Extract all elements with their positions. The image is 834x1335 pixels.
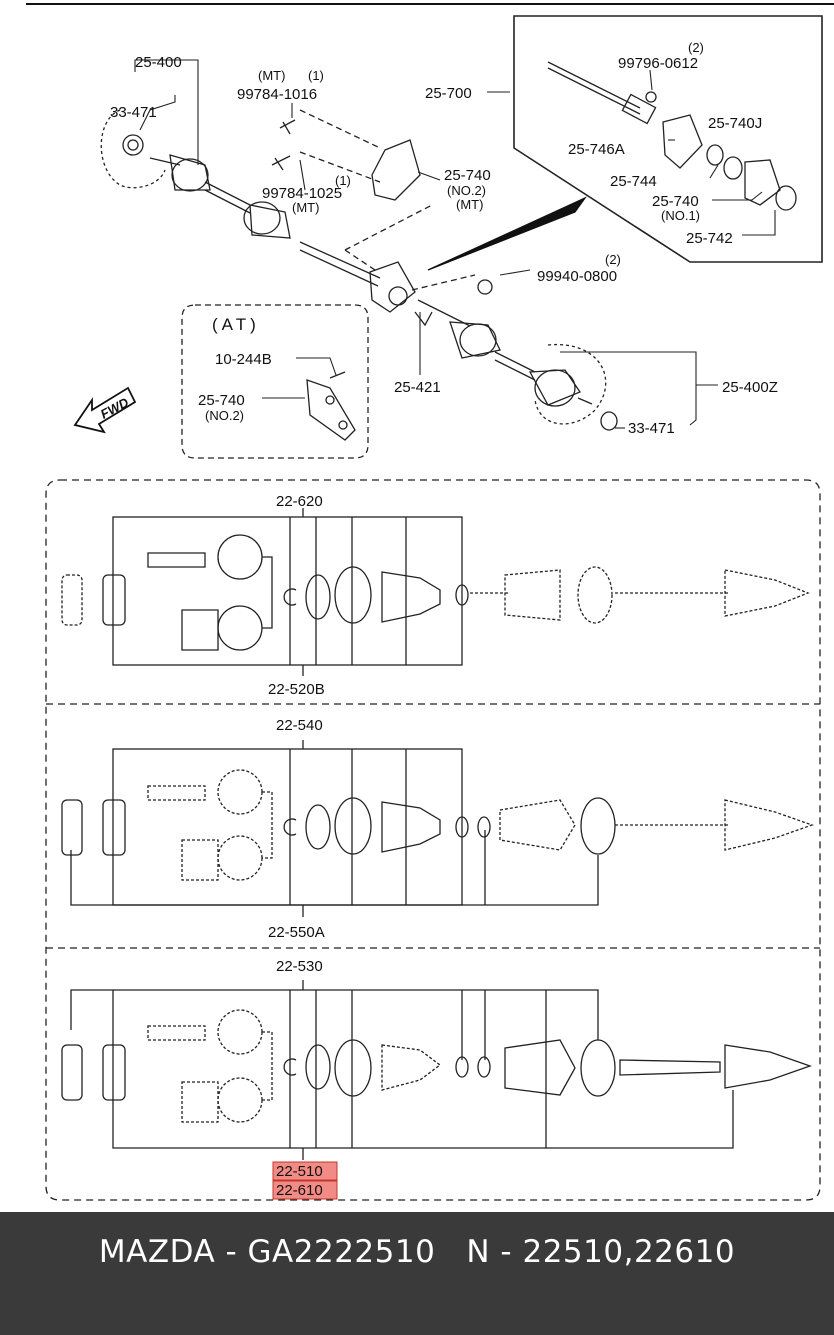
callout-qty-1a: (1) [308, 68, 324, 83]
callout-mt-a: (MT) [258, 68, 285, 83]
callout-qty-1b: (1) [335, 173, 351, 188]
at-label: (AT) [212, 315, 260, 334]
callout-25-746a: 25-746A [568, 141, 625, 158]
callout-10-244b: 10-244B [215, 351, 272, 368]
callout-no2: (NO.2) [447, 183, 486, 198]
callout-99784-1025: 99784-1025 [262, 185, 342, 202]
callout-99796-0612: 99796-0612 [618, 55, 698, 72]
callout-25-740-no1: 25-740 [652, 193, 699, 210]
kit3-top-label: 22-530 [276, 958, 323, 975]
kit1-bottom-label: 22-520B [268, 681, 325, 698]
callout-99940-0800: 99940-0800 [537, 268, 617, 285]
callout-qty-2b: (2) [605, 252, 621, 267]
callout-25-400z: 25-400Z [722, 379, 778, 396]
kit2-bottom-label: 22-550A [268, 924, 325, 941]
kit2-top-label: 22-540 [276, 717, 323, 734]
kit-row-1 [61, 508, 810, 676]
callout-no1: (NO.1) [661, 208, 700, 223]
callout-qty-2a: (2) [688, 40, 704, 55]
highlighted-part-numbers: 22-510 22-610 [272, 1161, 338, 1200]
kit-row-2 [61, 740, 814, 917]
callout-25-742: 25-742 [686, 230, 733, 247]
callout-25-400: 25-400 [135, 54, 182, 71]
part-22-610: 22-610 [276, 1182, 323, 1199]
callout-25-421: 25-421 [394, 379, 441, 396]
callout-25-740-at: 25-740 [198, 392, 245, 409]
detail-box-25-700 [513, 15, 823, 263]
callout-99784-1016: 99784-1016 [237, 86, 317, 103]
parts-diagram: FWD 25-400 33-471 (MT) (1) 99784-1016 (1… [26, 3, 834, 1201]
footer-bar: MAZDA - GA2222510 N - 22510,22610 [0, 1212, 834, 1335]
kit1-top-label: 22-620 [276, 493, 323, 510]
callout-33-471-bottom: 33-471 [628, 420, 675, 437]
callout-25-700: 25-700 [425, 85, 472, 102]
callout-33-471-top: 33-471 [110, 104, 157, 121]
kit-panels [45, 479, 821, 1201]
callout-25-740-no2: 25-740 [444, 167, 491, 184]
callout-mt-b: (MT) [292, 200, 319, 215]
part-22-510: 22-510 [276, 1163, 323, 1180]
callout-25-744: 25-744 [610, 173, 657, 190]
at-detail-box [181, 304, 369, 459]
fwd-label: FWD [98, 394, 132, 421]
callout-no2-at: (NO.2) [205, 408, 244, 423]
fwd-arrow-icon: FWD [73, 386, 137, 434]
driveshaft-assembly-view [100, 109, 618, 431]
callout-25-740j: 25-740J [708, 115, 762, 132]
callout-mt-c: (MT) [456, 197, 483, 212]
kit-row-3 [61, 980, 812, 1160]
footer-caption: MAZDA - GA2222510 N - 22510,22610 [98, 1234, 736, 1270]
